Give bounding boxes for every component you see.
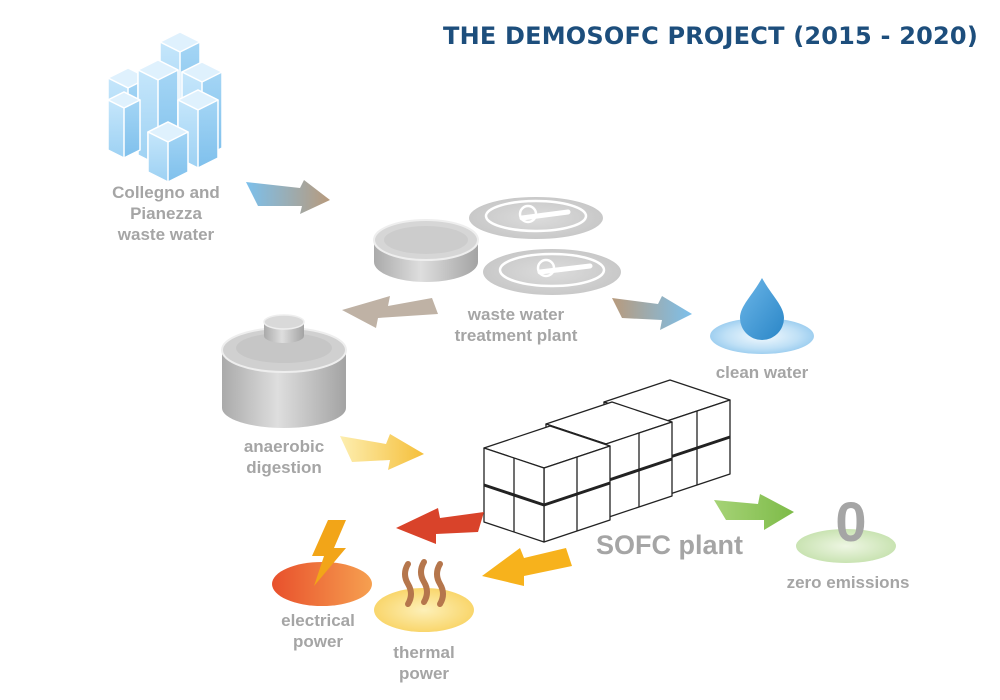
treatment-plant-icon bbox=[373, 195, 623, 297]
city-label-line3: waste water bbox=[117, 225, 215, 244]
thermal-power-label: thermal power bbox=[376, 642, 472, 684]
digester-icon bbox=[221, 314, 347, 428]
treatment-label: waste water treatment plant bbox=[436, 304, 596, 346]
electrical-power-label: electrical power bbox=[268, 610, 368, 652]
city-label-line1: Collegno and bbox=[112, 183, 220, 202]
arrow-biogas bbox=[340, 434, 424, 470]
sofc-modules-icon bbox=[483, 379, 731, 543]
zero-emissions-disc bbox=[796, 529, 896, 563]
sofc-plant-label: SOFC plant bbox=[596, 530, 743, 560]
treatment-label-line1: waste water bbox=[467, 305, 565, 324]
page-title: THE DEMOSOFC PROJECT (2015 - 2020) bbox=[443, 22, 978, 50]
city-label-line2: Pianezza bbox=[130, 204, 202, 223]
zero-emissions-label: zero emissions bbox=[786, 573, 910, 592]
water-drop-icon bbox=[710, 278, 814, 354]
clean-water-label: clean water bbox=[715, 363, 809, 382]
arrow-sludge bbox=[342, 296, 438, 328]
city-buildings-icon bbox=[107, 31, 223, 183]
treatment-label-line2: treatment plant bbox=[454, 326, 578, 345]
digestion-label: anaerobic digestion bbox=[224, 436, 344, 478]
thermal-label-line2: power bbox=[398, 664, 450, 683]
arrow-clean-water bbox=[612, 296, 692, 330]
heat-waves-icon bbox=[374, 559, 474, 632]
arrow-electrical bbox=[396, 508, 484, 544]
lightning-icon bbox=[272, 520, 372, 606]
digestion-label-line2: digestion bbox=[246, 458, 322, 477]
electrical-label-line1: electrical bbox=[281, 611, 355, 630]
digestion-label-line1: anaerobic bbox=[243, 437, 325, 456]
arrow-emissions bbox=[714, 494, 794, 530]
electrical-label-line2: power bbox=[292, 632, 344, 651]
arrow-wastewater-in bbox=[246, 180, 330, 214]
city-label: Collegno and Pianezza waste water bbox=[96, 182, 236, 245]
arrow-thermal bbox=[482, 548, 572, 586]
thermal-label-line1: thermal bbox=[393, 643, 455, 662]
zero-digit: 0 bbox=[835, 490, 867, 553]
